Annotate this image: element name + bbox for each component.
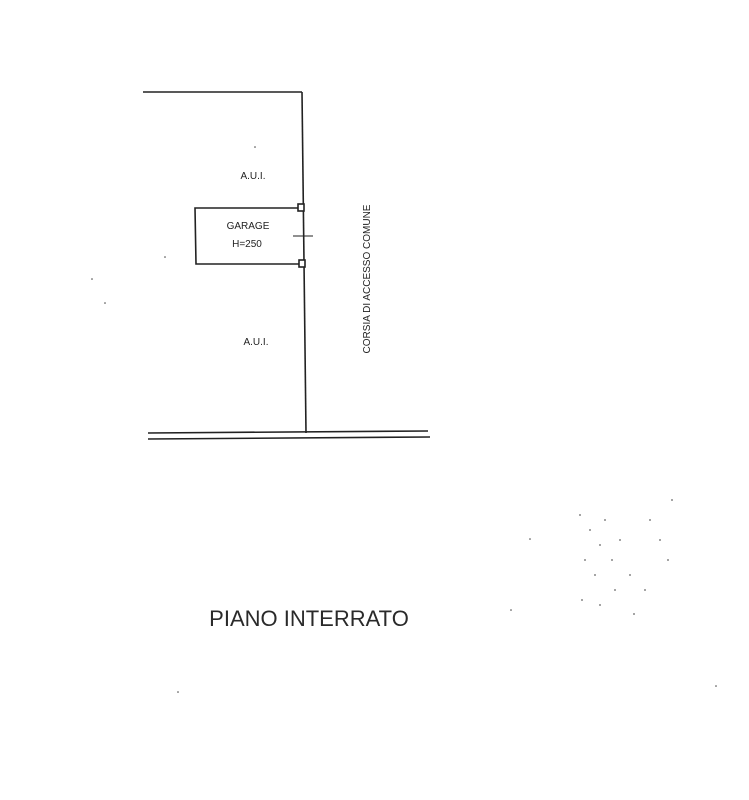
scan-smudge [579,499,673,615]
scan-specks [91,146,717,693]
garage-outline [194,207,299,265]
garage-height-label: H=250 [232,239,262,250]
aui-bottom-label: A.U.I. [243,337,268,348]
bottom-boundary-line-2 [147,436,431,440]
page-title: PIANO INTERRATO [209,606,409,631]
door-hinge-bottom [298,259,306,268]
garage-label: GARAGE [227,221,270,232]
aui-top-label: A.U.I. [240,171,265,182]
door-hinge-top [297,203,305,212]
bottom-boundary-line-1 [147,430,429,434]
corridor-label: CORSIA DI ACCESSO COMUNE [362,204,373,353]
